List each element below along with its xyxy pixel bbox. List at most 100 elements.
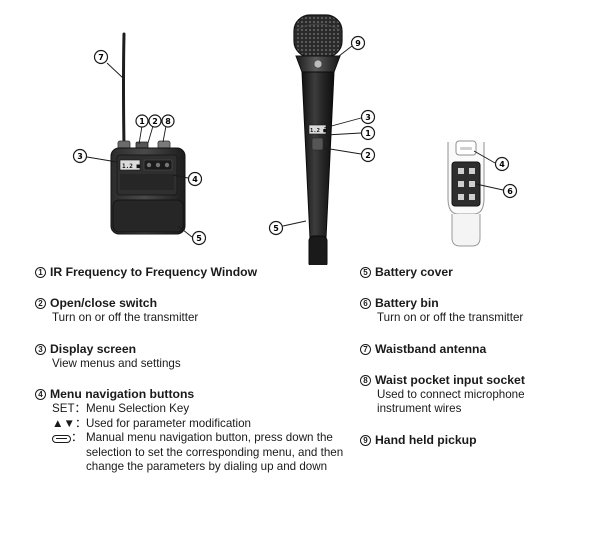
callout-2: 2 [148, 114, 162, 128]
badge-3: 3 [35, 343, 46, 355]
compartment-stub [451, 214, 481, 247]
legend-item-7: 7 Waistband antenna [360, 342, 595, 357]
handheld-microphone: 1.2 ■ [293, 14, 343, 265]
callout-3b-label: 3 [365, 113, 371, 122]
callout-4b: 4 [494, 156, 510, 172]
bodypack-button [164, 162, 170, 168]
battery-contact [469, 181, 475, 187]
legend-item-5: 5 Battery cover [360, 265, 595, 280]
compartment-cap-line [460, 147, 472, 150]
arrows-key: ▲▼： [52, 416, 87, 430]
title-input-socket: Waist pocket input socket [375, 372, 525, 387]
menu-arrows-row: ▲▼： Used for parameter modification [52, 417, 353, 432]
knob-text: Manual menu navigation button, press dow… [86, 431, 344, 473]
title-menu-navigation: Menu navigation buttons [50, 387, 195, 401]
waistband-antenna [122, 32, 126, 148]
callout-5-label: 5 [196, 234, 202, 243]
battery-contact [458, 168, 464, 174]
desc-input-socket-line-1: Used to connect microphone [377, 387, 525, 401]
badge-9: 9 [360, 434, 371, 446]
callout-9: 9 [350, 35, 366, 51]
callout-badges: 7 1 2 8 3 4 5 9 3 1 2 5 4 6 [72, 35, 518, 246]
title-hand-held-pickup: Hand held pickup [375, 432, 477, 447]
title-display-screen: Display screen [50, 341, 137, 356]
legend-item-2: 2 Open/close switch Turn on or off the tr… [35, 296, 353, 326]
callout-5: 5 [191, 230, 207, 246]
title-battery-bin: Battery bin [375, 296, 439, 310]
bodypack-display [119, 159, 141, 171]
mic-switch [311, 137, 324, 151]
callout-2b: 2 [360, 147, 376, 163]
badge-6: 6 [360, 298, 371, 309]
menu-set-row: SET： Menu Selection Key [52, 402, 353, 417]
callout-6-label: 6 [507, 187, 513, 196]
legend-left: 1 IR Frequency to Frequency Window 2 Open/… [35, 265, 353, 475]
title-waistband-antenna: Waistband antenna [375, 341, 487, 356]
mic-head-shade [295, 23, 341, 31]
badge-2: 2 [35, 298, 46, 309]
callout-2-label: 2 [152, 117, 158, 126]
battery-contact [458, 194, 464, 200]
badge-5: 5 [360, 267, 371, 278]
menu-knob-row: ： Manual menu navigation button, press d… [52, 431, 353, 475]
callout-1-label: 1 [139, 117, 145, 126]
battery-contact [469, 194, 475, 200]
arrows-text: Used for parameter modification [86, 416, 251, 430]
mic-display [308, 124, 327, 135]
knob-key: ： [71, 431, 83, 444]
legend-item-6: 6 Battery bin Turn on or off the transmit… [360, 296, 595, 326]
mic-bottom-cap [308, 235, 328, 265]
desc-battery-bin: Turn on or off the transmitter [377, 311, 524, 324]
bodypack-display-text: 1.2 ■ [122, 163, 140, 170]
desc-open-close-switch: Turn on or off the transmitter [52, 311, 199, 324]
mic-logo [313, 59, 323, 69]
callout-8-label: 8 [165, 117, 171, 126]
callout-6: 6 [502, 183, 518, 199]
callout-7: 7 [93, 49, 109, 65]
desc-display-screen: View menus and settings [52, 356, 181, 370]
legend-item-1: 1 IR Frequency to Frequency Window [35, 265, 353, 280]
title-ir-frequency: IR Frequency to Frequency Window [50, 265, 258, 279]
callout-3b: 3 [360, 109, 376, 125]
title-battery-cover: Battery cover [375, 265, 453, 279]
legend-right: 5 Battery cover 6 Battery bin Turn on or o… [360, 265, 595, 448]
mic-body [301, 71, 335, 239]
callout-9-label: 9 [355, 39, 361, 48]
callout-1b: 1 [360, 125, 376, 141]
bodypack-transmitter: 1.2 ■ [110, 32, 186, 235]
battery-contact [458, 181, 464, 187]
set-key: SET： [52, 402, 87, 415]
mic-head-grille [293, 14, 343, 58]
bodypack-button [146, 162, 152, 168]
callout-7-label: 7 [98, 53, 104, 62]
menu-button-list: SET： Menu Selection Key ▲▼： Used for par… [35, 402, 353, 475]
set-text: Menu Selection Key [86, 402, 190, 415]
title-open-close-switch: Open/close switch [50, 296, 158, 310]
callout-4-label: 4 [192, 175, 198, 184]
battery-compartment-detail [447, 140, 485, 247]
battery-contact [469, 168, 475, 174]
legend-item-3: 3 Display screen View menus and settings [35, 342, 353, 372]
menu-knob-icon [52, 435, 71, 443]
legend-item-8: 8 Waist pocket input socket Used to conne… [360, 373, 595, 417]
callout-3: 3 [72, 148, 88, 164]
battery-cover [112, 199, 184, 233]
legend-item-9: 9 Hand held pickup [360, 433, 595, 448]
callout-5b-label: 5 [273, 224, 279, 233]
callout-5b: 5 [268, 220, 284, 236]
callout-lines [86, 45, 504, 238]
desc-input-socket-line-2: instrument wires [377, 402, 462, 415]
badge-1: 1 [35, 267, 46, 278]
battery-bin [451, 161, 481, 207]
badge-8: 8 [360, 374, 371, 386]
callout-8: 8 [161, 114, 175, 128]
callout-3-label: 3 [77, 152, 83, 161]
mic-display-text: 1.2 ■ [310, 128, 327, 134]
bodypack-grille [120, 174, 174, 190]
callout-2b-label: 2 [365, 151, 371, 160]
callout-1b-label: 1 [365, 129, 371, 138]
bodypack-button [155, 162, 161, 168]
badge-7: 7 [360, 343, 371, 355]
callout-4b-label: 4 [499, 160, 505, 169]
